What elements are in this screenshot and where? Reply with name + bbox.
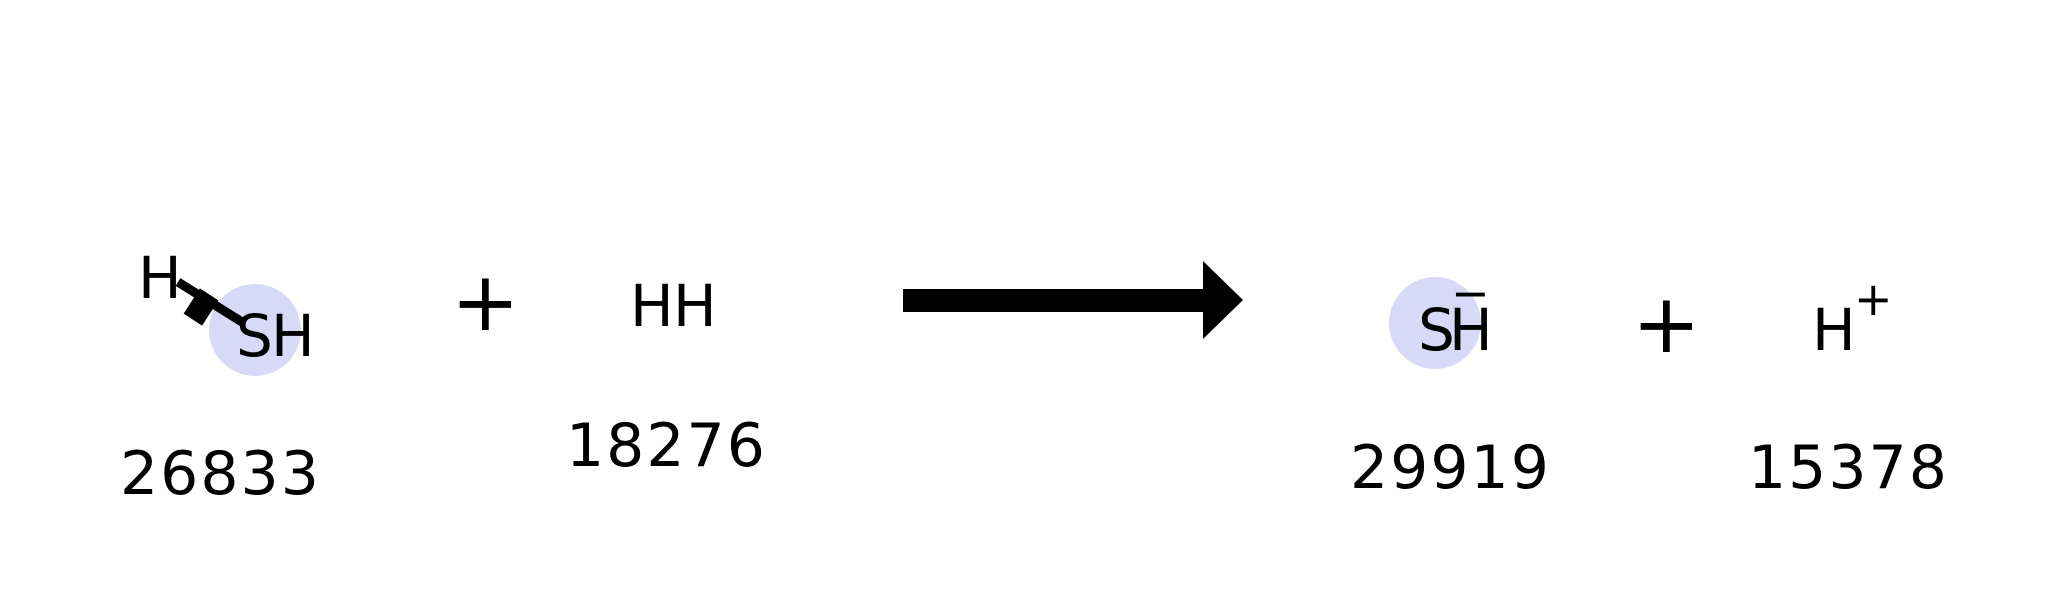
reactant-2: H H 18276: [566, 272, 767, 481]
reactant-1: H S H 26833: [120, 244, 321, 509]
charge-plus: +: [1854, 272, 1893, 326]
atom-h-top: H: [138, 244, 182, 312]
atom-h: H: [1449, 296, 1493, 364]
arrow-shaft: [903, 289, 1205, 312]
atom-h-right: H: [271, 302, 315, 370]
atom-s: S: [236, 302, 273, 370]
plus-sign: +: [451, 255, 520, 350]
atom-highlight: [1389, 277, 1481, 369]
charge-minus: −: [1451, 266, 1490, 320]
compound-id-label: 26833: [120, 439, 321, 509]
compound-id-label: 15378: [1748, 433, 1949, 503]
reaction-arrow: [903, 261, 1243, 339]
atom-h-right: H: [673, 272, 717, 340]
product-2: H + 15378: [1748, 272, 1949, 503]
atom-h-left: H: [630, 272, 674, 340]
atom-s: S: [1418, 296, 1455, 364]
atom-highlight: [209, 284, 301, 376]
product-1: S H − 29919: [1350, 266, 1551, 503]
compound-id-label: 18276: [566, 411, 767, 481]
arrow-head: [1203, 261, 1243, 339]
atom-h: H: [1812, 296, 1856, 364]
cleaved-bond-mark: [183, 288, 219, 326]
plus-sign: +: [1632, 277, 1701, 372]
compound-id-label: 29919: [1350, 433, 1551, 503]
